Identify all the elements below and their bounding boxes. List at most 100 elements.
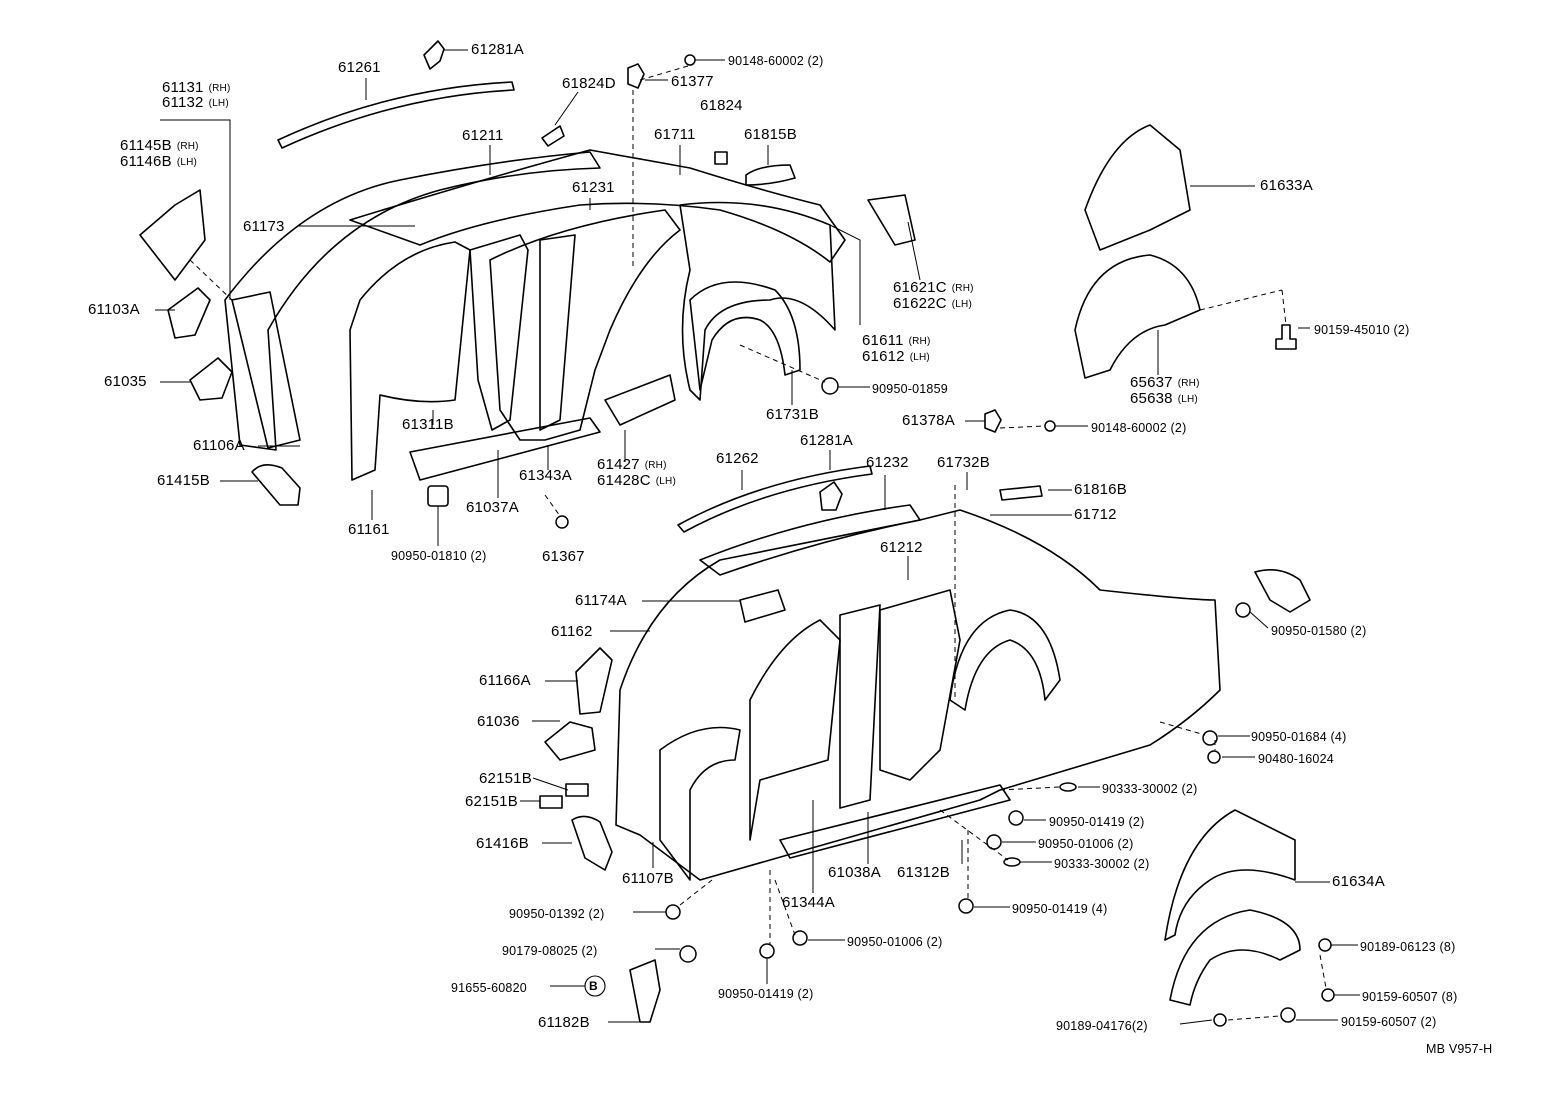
label-61312B: 61312B [897,864,950,881]
plug-90333-30002-a [1059,782,1077,792]
label-90480-16024: 90480-16024 [1258,752,1334,766]
lower-wheelhouse [949,609,1061,711]
label-90950-01580: 90950-01580 (2) [1271,624,1367,638]
label-61182B: 61182B [538,1014,590,1031]
clip-61281A-mid [819,481,843,511]
label-90950-01419-c: 90950-01419 (2) [718,987,814,1001]
label-61621C: 61621C(RH) [893,279,974,296]
plug-90950-01006-a [986,834,1002,850]
label-90148-60002-top: 90148-60002 (2) [728,54,824,68]
liner-65637 [1074,254,1201,379]
label-61103A: 61103A [88,301,140,318]
label-61106A: 61106A [193,437,245,454]
label-90950-01006-a: 90950-01006 (2) [1038,837,1134,851]
label-61131: 61131(RH) [162,79,231,96]
plug-90950-01419-b [958,898,974,914]
plug-90950-01419-c [759,943,775,959]
label-65638: 65638(LH) [1130,390,1198,407]
plug-90179-08025 [679,945,697,963]
label-61622C: 61622C(LH) [893,295,972,312]
label-61107B: 61107B [622,870,674,887]
plate-61824 [714,151,728,165]
label-61035: 61035 [104,373,147,390]
gusset-61174A [739,589,786,623]
bolt-90159-60507-b [1280,1007,1296,1023]
label-61731B: 61731B [766,406,819,423]
label-61232: 61232 [866,454,909,471]
seal-61427 [604,374,676,426]
label-90950-01419-a: 90950-01419 (2) [1049,815,1145,829]
gusset-61824D [541,125,565,147]
clip-61281A-top [423,40,445,70]
label-61711: 61711 [654,126,696,143]
label-61211: 61211 [462,127,504,144]
bolt-90189-04176 [1213,1013,1227,1027]
label-90148-60002-mid: 90148-60002 (2) [1091,421,1187,435]
label-90333-30002-b: 90333-30002 (2) [1054,857,1150,871]
upper-door-opening-rear [489,209,681,441]
label-90950-01006-b: 90950-01006 (2) [847,935,943,949]
pad-62151B-b [539,795,563,809]
liner-lower [1169,909,1301,1006]
bolt-symbol-letter: B [589,979,598,993]
label-61367: 61367 [542,548,585,565]
pad-61816B [999,485,1043,501]
bolt-90148-60002-mid [1044,420,1056,432]
leader-lines [155,49,1360,1025]
upper-quarter-panel [679,201,836,401]
label-61712: 61712 [1074,506,1117,523]
label-61212: 61212 [880,539,923,556]
bolt-90189-06123 [1318,938,1332,952]
label-61173: 61173 [243,218,285,235]
label-90950-01392: 90950-01392 (2) [509,907,605,921]
label-61038A: 61038A [828,864,881,881]
lower-side-member-outer [615,509,1221,881]
roof-molding-61261 [277,81,515,149]
label-61037A: 61037A [466,499,519,516]
upper-b-pillar [469,234,529,431]
label-61132: 61132(LH) [162,94,229,111]
roof-molding-61262 [677,465,873,533]
liner-61634A [1164,809,1296,941]
plug-90950-01810 [427,485,449,507]
nut-90480-16024 [1207,750,1221,764]
plug-90950-01006-b [792,930,808,946]
label-90950-01810: 90950-01810 (2) [391,549,487,563]
upper-door-opening-front [349,241,471,481]
clip-61378A [984,409,1002,433]
nut-61367 [555,515,569,529]
front-pillar-61106A [231,291,301,449]
label-65637: 65637(RH) [1130,374,1200,391]
front-pillar-61107B [659,726,741,881]
liner-61633A [1084,124,1191,251]
label-90159-60507-b: 90159-60507 (2) [1341,1015,1437,1029]
bracket-61415B [251,464,301,506]
label-90333-30002-a: 90333-30002 (2) [1102,782,1198,796]
pad-62151B-a [565,783,589,797]
label-61343A: 61343A [519,467,572,484]
upper-rocker-61343A [409,417,601,481]
label-90950-01684: 90950-01684 (4) [1251,730,1347,744]
bracket-61621C [867,194,916,246]
label-61162: 61162 [551,623,593,640]
label-61231: 61231 [572,179,615,196]
plug-90950-01419-a [1008,810,1024,826]
label-61611: 61611(RH) [862,332,931,349]
diagram-code: MB V957-H [1426,1042,1493,1056]
brace-61182B [629,959,661,1023]
label-61146B: 61146B(LH) [120,153,198,170]
label-90179-08025: 90179-08025 (2) [502,944,598,958]
clip-61377 [627,63,645,89]
label-61815B: 61815B [744,126,797,143]
label-61281A-top: 61281A [471,41,524,58]
bracket-61166A [575,647,613,715]
lower-rocker-61344A [779,784,1011,859]
label-61732B: 61732B [937,454,990,471]
label-61261: 61261 [338,59,381,76]
bracket-61416B [571,815,613,871]
lower-center-pillar-61038A [839,604,881,809]
label-61344A: 61344A [782,894,835,911]
label-61634A: 61634A [1332,873,1385,890]
